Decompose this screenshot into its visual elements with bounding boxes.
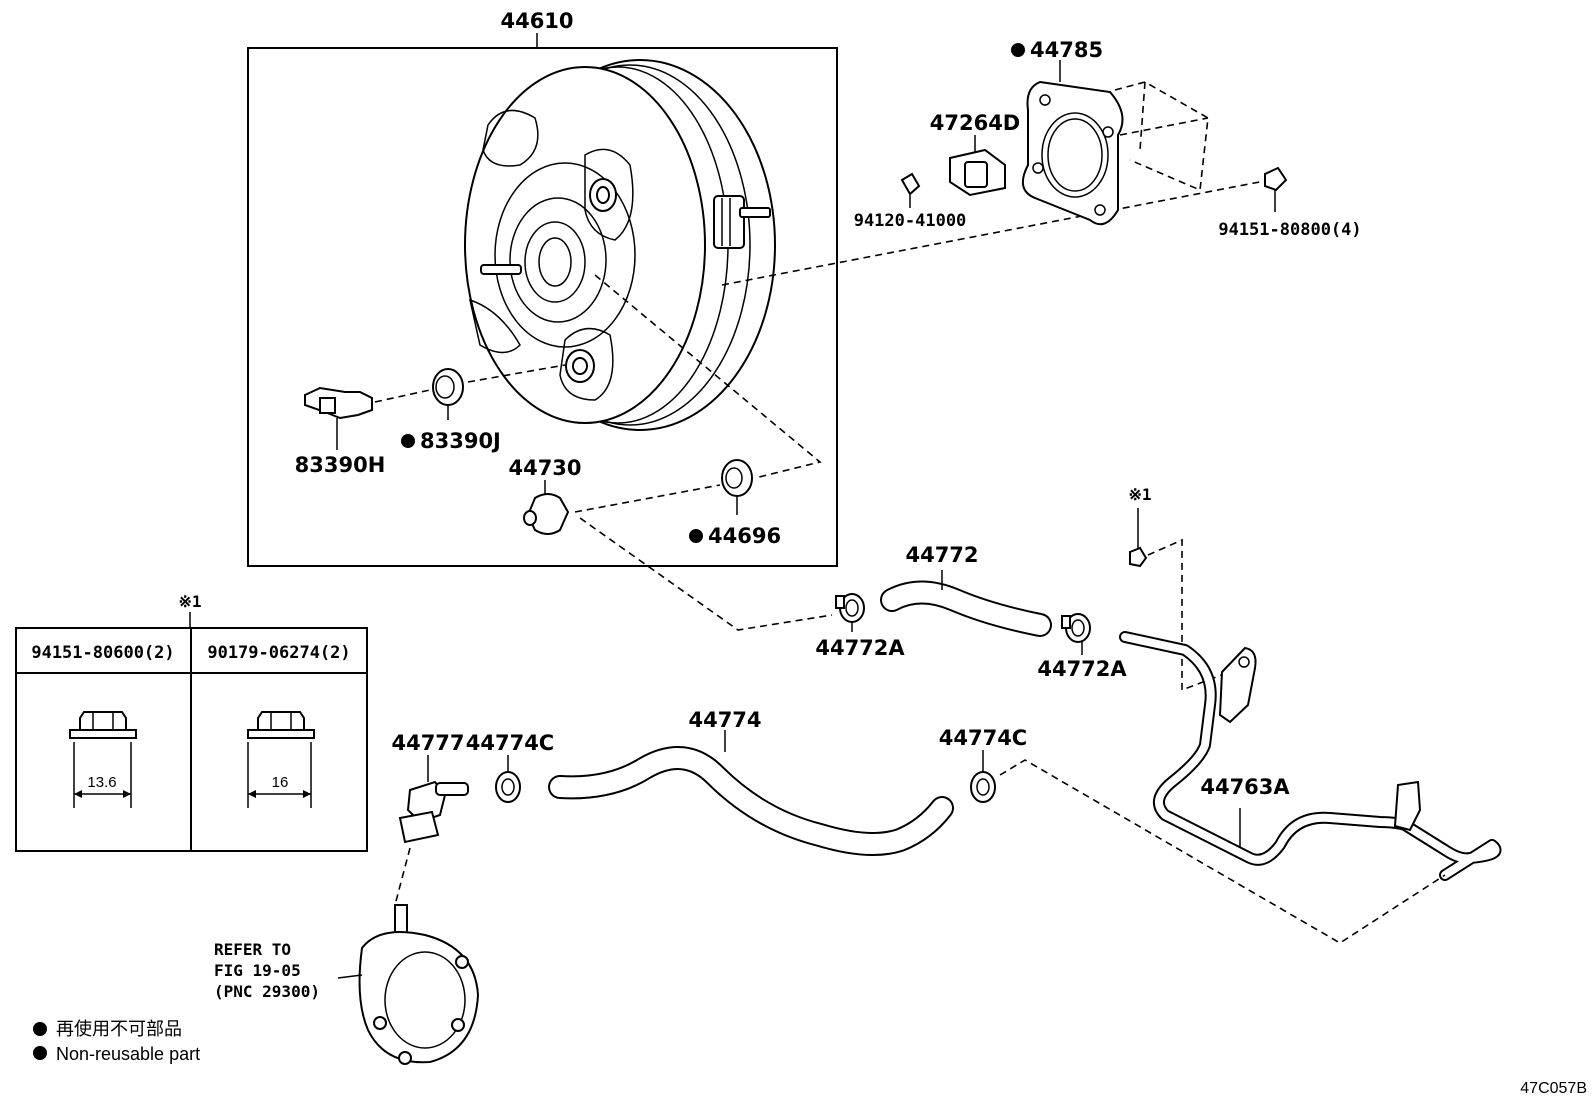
- dimension-col1: 13.6: [87, 774, 116, 791]
- non-reusable-dot-83390J: [401, 434, 415, 448]
- label-47264D[interactable]: 47264D: [930, 111, 1021, 135]
- gasket-plate-44785[interactable]: 44785: [1011, 38, 1209, 226]
- label-44774C-left[interactable]: 44774C: [466, 731, 554, 755]
- label-44785[interactable]: 44785: [1030, 38, 1103, 62]
- hose-44774[interactable]: 44774: [548, 708, 954, 856]
- label-44696[interactable]: 44696: [708, 524, 781, 548]
- clamp-44772A-left[interactable]: 44772A: [815, 593, 905, 660]
- hardware-table: ※1 94151-80600(2) 90179-06274(2) 13.6: [15, 592, 368, 852]
- refer-note: REFER TO FIG 19-05 (PNC 29300): [214, 940, 320, 1001]
- legend-dot-1: [33, 1022, 47, 1036]
- table-header-col1[interactable]: 94151-80600(2): [31, 643, 174, 663]
- grommet-83390J[interactable]: 83390J: [401, 368, 501, 453]
- refer-line-2: FIG 19-05: [214, 961, 301, 980]
- label-44772A-right[interactable]: 44772A: [1037, 657, 1127, 681]
- label-83390H[interactable]: 83390H: [295, 453, 386, 477]
- label-note-top: ※1: [1128, 485, 1151, 504]
- connector-44777[interactable]: 44777: [391, 731, 469, 844]
- nut-94120-41000[interactable]: 94120-41000: [854, 172, 967, 231]
- refer-line-1: REFER TO: [214, 940, 291, 959]
- label-note-table: ※1: [178, 592, 201, 611]
- pipe-44763A[interactable]: 44763A: [1119, 631, 1502, 881]
- legend-english: Non-reusable part: [56, 1044, 200, 1064]
- label-44772[interactable]: 44772: [905, 543, 978, 567]
- clamp-44774C-left[interactable]: 44774C: [466, 731, 554, 803]
- note-marker-top: ※1: [1128, 485, 1241, 692]
- flange-nut-icon-1: [69, 711, 137, 808]
- legend-japanese: 再使用不可部品: [56, 1019, 182, 1039]
- hose-44772[interactable]: 44772: [880, 543, 1052, 637]
- clamp-44774C-right[interactable]: 44774C: [939, 726, 1027, 803]
- clamp-44772A-right[interactable]: 44772A: [1037, 613, 1127, 681]
- grommet-44696[interactable]: 44696: [689, 459, 781, 548]
- dimension-col2: 16: [272, 774, 289, 791]
- non-reusable-dot-44696: [689, 529, 703, 543]
- label-44774C-right[interactable]: 44774C: [939, 726, 1027, 750]
- label-44772A-left[interactable]: 44772A: [815, 636, 905, 660]
- bolt-icon[interactable]: [1129, 546, 1148, 568]
- non-reusable-dot-44785: [1011, 43, 1025, 57]
- sensor-83390H[interactable]: 83390H: [295, 386, 386, 477]
- booster-assembly-group: 44610: [247, 9, 838, 567]
- table-header-col2[interactable]: 90179-06274(2): [207, 643, 350, 663]
- nut-94151-80800[interactable]: 94151-80800(4): [1218, 166, 1362, 240]
- brake-booster-body[interactable]: [464, 59, 776, 431]
- label-44730[interactable]: 44730: [508, 456, 581, 480]
- check-valve-44730[interactable]: 44730: [508, 456, 582, 535]
- label-83390J[interactable]: 83390J: [420, 429, 501, 453]
- label-44777[interactable]: 44777: [391, 731, 464, 755]
- refer-line-3: (PNC 29300): [214, 982, 320, 1001]
- booster-assembly-box: [247, 47, 838, 567]
- legend: 再使用不可部品 Non-reusable part: [33, 1019, 200, 1064]
- diagram-code: 47C057B: [1520, 1080, 1587, 1097]
- label-94120-41000[interactable]: 94120-41000: [854, 211, 967, 231]
- bracket-47264D[interactable]: 47264D: [930, 111, 1021, 197]
- legend-dot-2: [33, 1046, 47, 1060]
- label-44610[interactable]: 44610: [500, 9, 573, 33]
- flange-nut-icon-2: [247, 711, 315, 808]
- label-94151-80800[interactable]: 94151-80800(4): [1218, 220, 1361, 240]
- label-44774[interactable]: 44774: [688, 708, 761, 732]
- vacuum-pump[interactable]: [337, 904, 480, 1065]
- label-44763A[interactable]: 44763A: [1200, 775, 1290, 799]
